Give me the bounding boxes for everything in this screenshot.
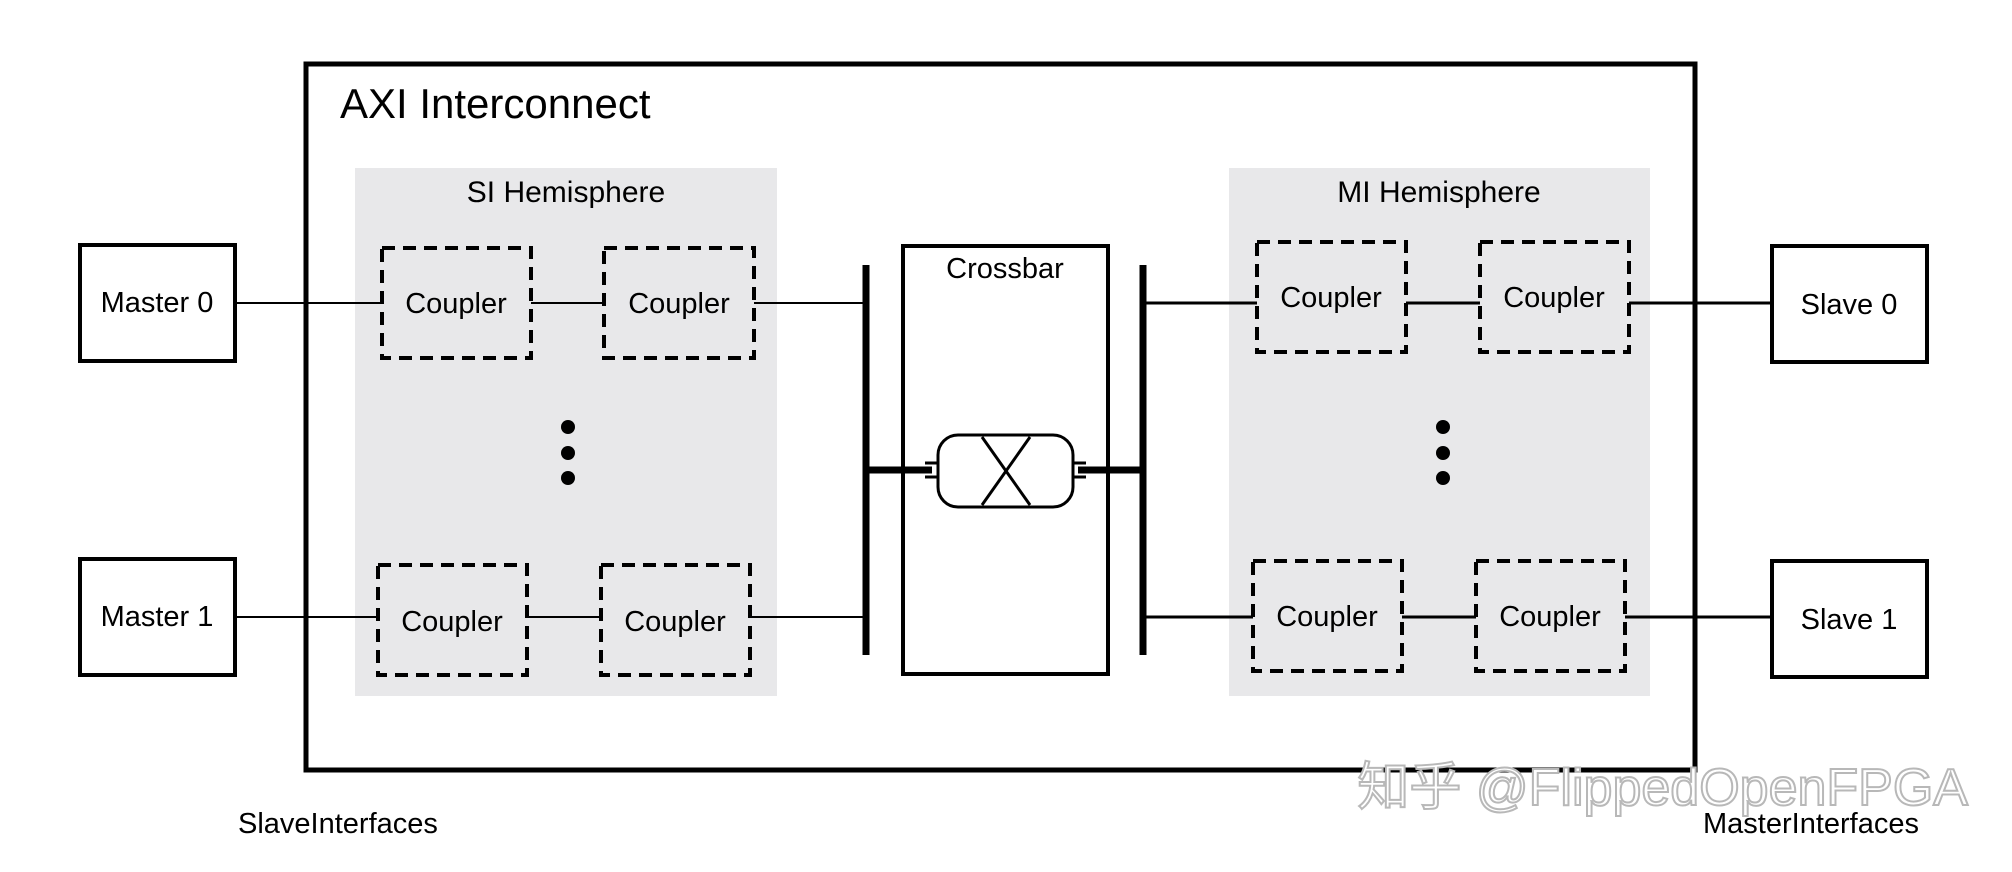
crossbar-label: Crossbar [946, 253, 1064, 285]
si-hemisphere-label: SI Hemisphere [467, 176, 665, 209]
mi-coupler-2-box [1251, 559, 1404, 673]
si-coupler-2-box [376, 563, 529, 677]
watermark: 知乎 @FlippedOpenFPGA [1357, 759, 1968, 817]
si-coupler-0-label: Coupler [405, 288, 507, 320]
slave-1-label: Slave 1 [1801, 604, 1898, 636]
interconnect-frame [303, 61, 1698, 773]
si-coupler-0-box [380, 246, 533, 360]
si-ellipsis-dot [561, 471, 575, 485]
si-coupler-3-box [599, 563, 752, 677]
mi-coupler-3-box [1474, 559, 1627, 673]
master-0-box [78, 243, 237, 363]
si-coupler-3-label: Coupler [624, 606, 726, 638]
mi-coupler-1-box [1478, 240, 1631, 354]
slave-1-box [1770, 559, 1929, 679]
master-1-box [78, 557, 237, 677]
master-0-label: Master 0 [101, 287, 214, 319]
mi-coupler-1-label: Coupler [1503, 282, 1605, 314]
master-interfaces-caption: MasterInterfaces [1703, 808, 1919, 840]
mi-hemisphere-label: MI Hemisphere [1337, 176, 1540, 209]
mi-ellipsis-dot [1436, 471, 1450, 485]
si-coupler-1-label: Coupler [628, 288, 730, 320]
mi-ellipsis-dot [1436, 420, 1450, 434]
mi-coupler-2-label: Coupler [1276, 601, 1378, 633]
master-1-label: Master 1 [101, 601, 214, 633]
si-coupler-2-label: Coupler [401, 606, 503, 638]
mi-coupler-0-label: Coupler [1280, 282, 1382, 314]
mi-coupler-3-label: Coupler [1499, 601, 1601, 633]
si-ellipsis-dot [561, 420, 575, 434]
si-ellipsis-dot [561, 446, 575, 460]
slave-0-box [1770, 244, 1929, 364]
si-coupler-1-box [602, 246, 756, 360]
diagram-title: AXI Interconnect [340, 80, 651, 127]
mi-ellipsis-dot [1436, 446, 1450, 460]
slave-interfaces-caption: SlaveInterfaces [238, 808, 438, 840]
slave-0-label: Slave 0 [1801, 289, 1898, 321]
crossbar-switch-icon [925, 433, 1086, 509]
mi-coupler-0-box [1255, 240, 1408, 354]
